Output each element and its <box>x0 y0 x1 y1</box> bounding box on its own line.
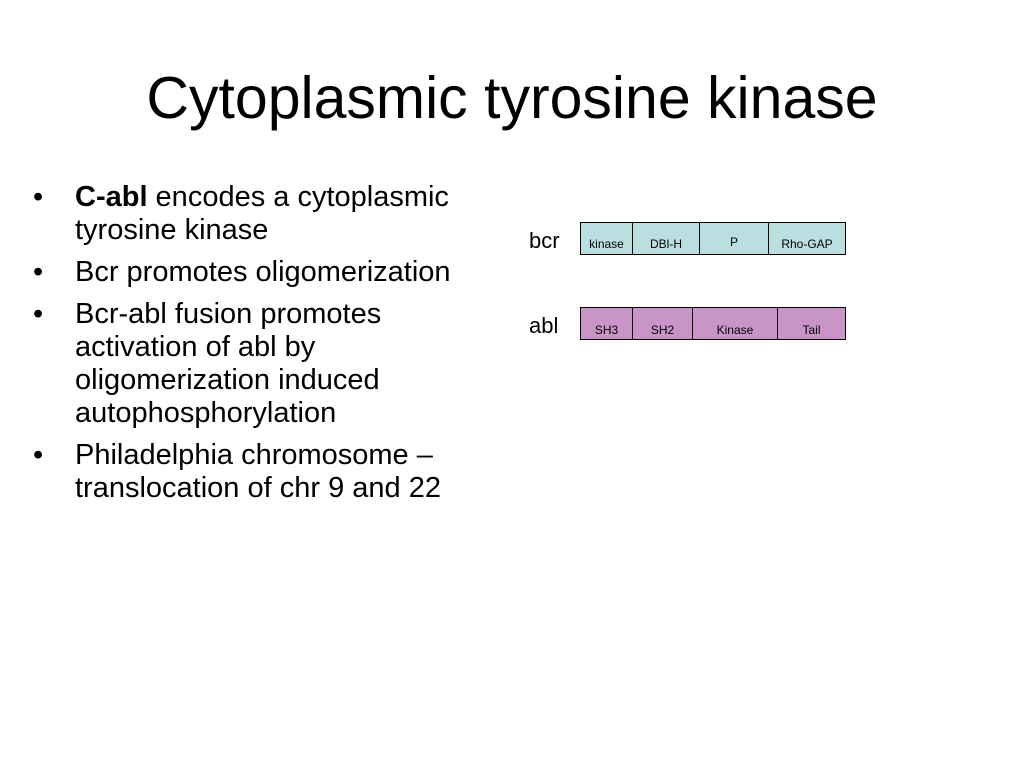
bullet-item: • Bcr promotes oligomerization <box>33 256 478 289</box>
abl-domain-kinase: Kinase <box>693 308 778 339</box>
bullet-text: Philadelphia chromosome – translocation … <box>75 439 441 504</box>
bullet-bold-prefix: C-abl <box>75 181 148 213</box>
bullet-dot: • <box>33 256 44 288</box>
bullet-text: Bcr promotes oligomerization <box>75 256 451 288</box>
bullet-list: • C-abl encodes a cytoplasmic tyrosine ki… <box>33 181 478 514</box>
bullet-item: • Philadelphia chromosome – translocation… <box>33 439 478 505</box>
abl-domain-sh2: SH2 <box>633 308 693 339</box>
bcr-domain-dbl-h: DBl-H <box>633 223 700 254</box>
domain-label: Rho-GAP <box>781 237 833 251</box>
domain-label: DBl-H <box>650 237 682 251</box>
abl-domain-sh3: SH3 <box>581 308 633 339</box>
bcr-domain-bar: kinase DBl-H P Rho-GAP <box>580 222 846 255</box>
abl-domain-bar: SH3 SH2 Kinase Tail <box>580 307 846 340</box>
domain-label: SH2 <box>650 323 675 337</box>
bcr-label: bcr <box>529 228 560 253</box>
bullet-text: encodes a cytoplasmic tyrosine kinase <box>75 181 449 246</box>
bcr-domain-p: P <box>700 223 769 254</box>
domain-label: Kinase <box>716 323 754 337</box>
abl-domain-tail: Tail <box>778 308 845 339</box>
domain-label: kinase <box>589 237 624 251</box>
bcr-domain-kinase: kinase <box>581 223 633 254</box>
bullet-dot: • <box>33 181 44 213</box>
bullet-item: • Bcr-abl fusion promotes activation of a… <box>33 298 478 430</box>
domain-label: P <box>729 235 738 249</box>
bullet-dot: • <box>33 439 44 471</box>
bullet-text: Bcr-abl fusion promotes activation of ab… <box>75 298 382 429</box>
abl-label: abl <box>529 313 559 338</box>
bullet-dot: • <box>33 298 44 330</box>
bcr-domain-rho-gap: Rho-GAP <box>769 223 845 254</box>
slide-title: Cytoplasmic tyrosine kinase <box>146 65 878 131</box>
domain-label: SH3 <box>594 323 619 337</box>
domain-label: Tail <box>802 323 821 337</box>
bullet-item: • C-abl encodes a cytoplasmic tyrosine ki… <box>33 181 478 247</box>
